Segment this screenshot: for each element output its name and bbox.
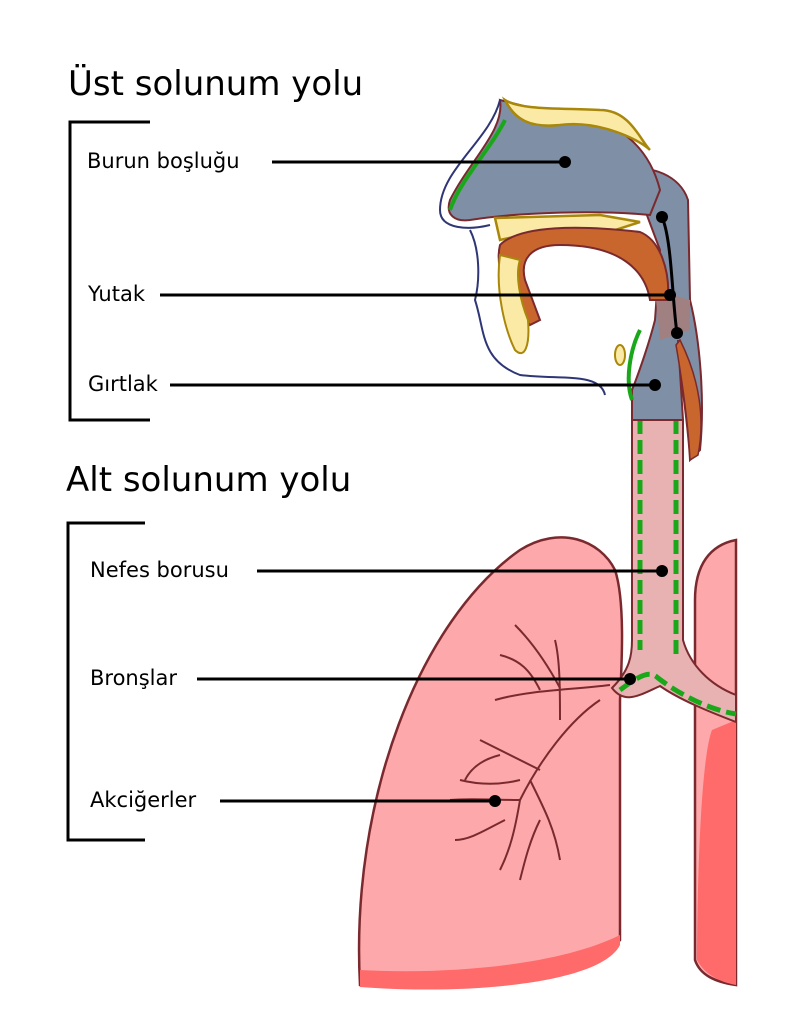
upper-tract-bracket: [68, 120, 150, 422]
trachea: [610, 419, 737, 724]
right-lung: [693, 538, 738, 987]
nasal-cavity: [438, 96, 662, 229]
upper-tract-title: Üst solunum yolu: [68, 64, 364, 104]
label-larynx: Gırtlak: [88, 372, 158, 396]
leader-yutak-span: [660, 216, 679, 334]
leader-lines: [160, 160, 679, 803]
left-lung: [357, 536, 624, 990]
pharynx: [626, 167, 703, 463]
bronchioles: [449, 624, 611, 881]
lower-tract-title: Alt solunum yolu: [66, 460, 352, 500]
label-lungs: Akciğerler: [90, 788, 197, 812]
marker-dots: [489, 156, 683, 807]
label-bronchi: Bronşlar: [90, 666, 178, 690]
label-nasal-cavity: Burun boşluğu: [87, 149, 240, 173]
label-pharynx: Yutak: [88, 282, 145, 306]
lower-tract-bracket: [66, 521, 145, 842]
label-trachea: Nefes borusu: [90, 558, 229, 582]
mouth: [469, 213, 670, 396]
